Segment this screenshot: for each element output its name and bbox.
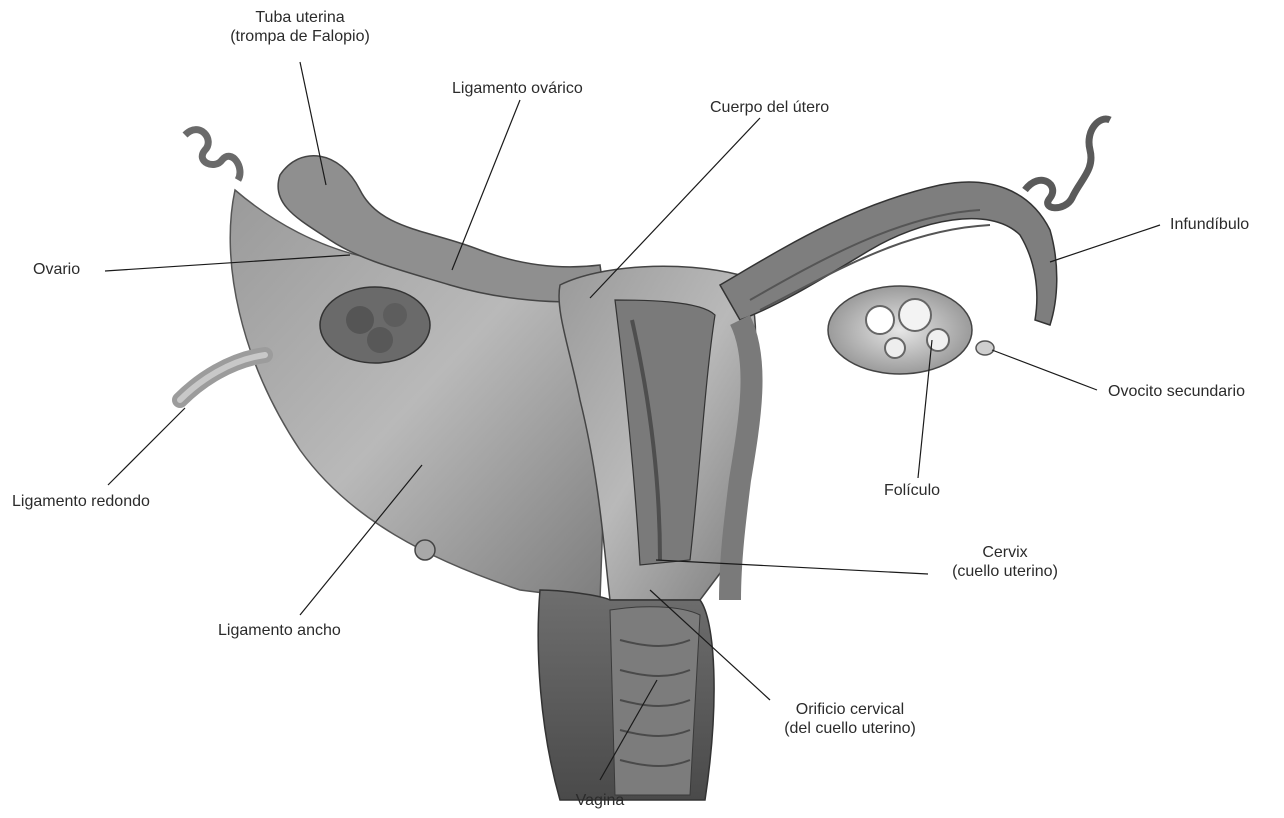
label-tuba-uterina: Tuba uterina (trompa de Falopio) bbox=[200, 8, 400, 46]
label-vagina: Vagina bbox=[545, 791, 655, 810]
label-orificio-line1: Orificio cervical bbox=[760, 700, 940, 719]
label-cervix-line1: Cervix bbox=[930, 543, 1080, 562]
label-cuerpo-utero: Cuerpo del útero bbox=[710, 98, 829, 117]
label-ovocito-secundario: Ovocito secundario bbox=[1108, 382, 1245, 401]
leader-infundibulo bbox=[1050, 225, 1160, 262]
label-tuba-line2: (trompa de Falopio) bbox=[200, 27, 400, 46]
label-foliculo: Folículo bbox=[884, 481, 940, 500]
label-ovario: Ovario bbox=[33, 260, 80, 279]
label-ligamento-ovarico: Ligamento ovárico bbox=[452, 79, 583, 98]
leader-ligamento-redondo bbox=[108, 408, 185, 485]
label-cervix-line2: (cuello uterino) bbox=[930, 562, 1080, 581]
label-orificio-cervical: Orificio cervical (del cuello uterino) bbox=[760, 700, 940, 738]
left-coil-shape bbox=[185, 130, 240, 180]
label-ligamento-ancho: Ligamento ancho bbox=[218, 621, 341, 640]
label-cervix: Cervix (cuello uterino) bbox=[930, 543, 1080, 581]
leader-ligamento-ovarico bbox=[452, 100, 520, 270]
left-small-cyst-shape bbox=[415, 540, 435, 560]
label-infundibulo: Infundíbulo bbox=[1170, 215, 1249, 234]
label-ligamento-redondo: Ligamento redondo bbox=[12, 492, 150, 511]
label-orificio-line2: (del cuello uterino) bbox=[760, 719, 940, 738]
right-coil-shape bbox=[1025, 119, 1110, 208]
leader-ovocito bbox=[992, 350, 1097, 390]
round-ligament-shape bbox=[180, 355, 265, 400]
right-ovary-shape bbox=[828, 286, 972, 374]
oocyte-shape bbox=[976, 341, 994, 355]
label-tuba-line1: Tuba uterina bbox=[200, 8, 400, 27]
